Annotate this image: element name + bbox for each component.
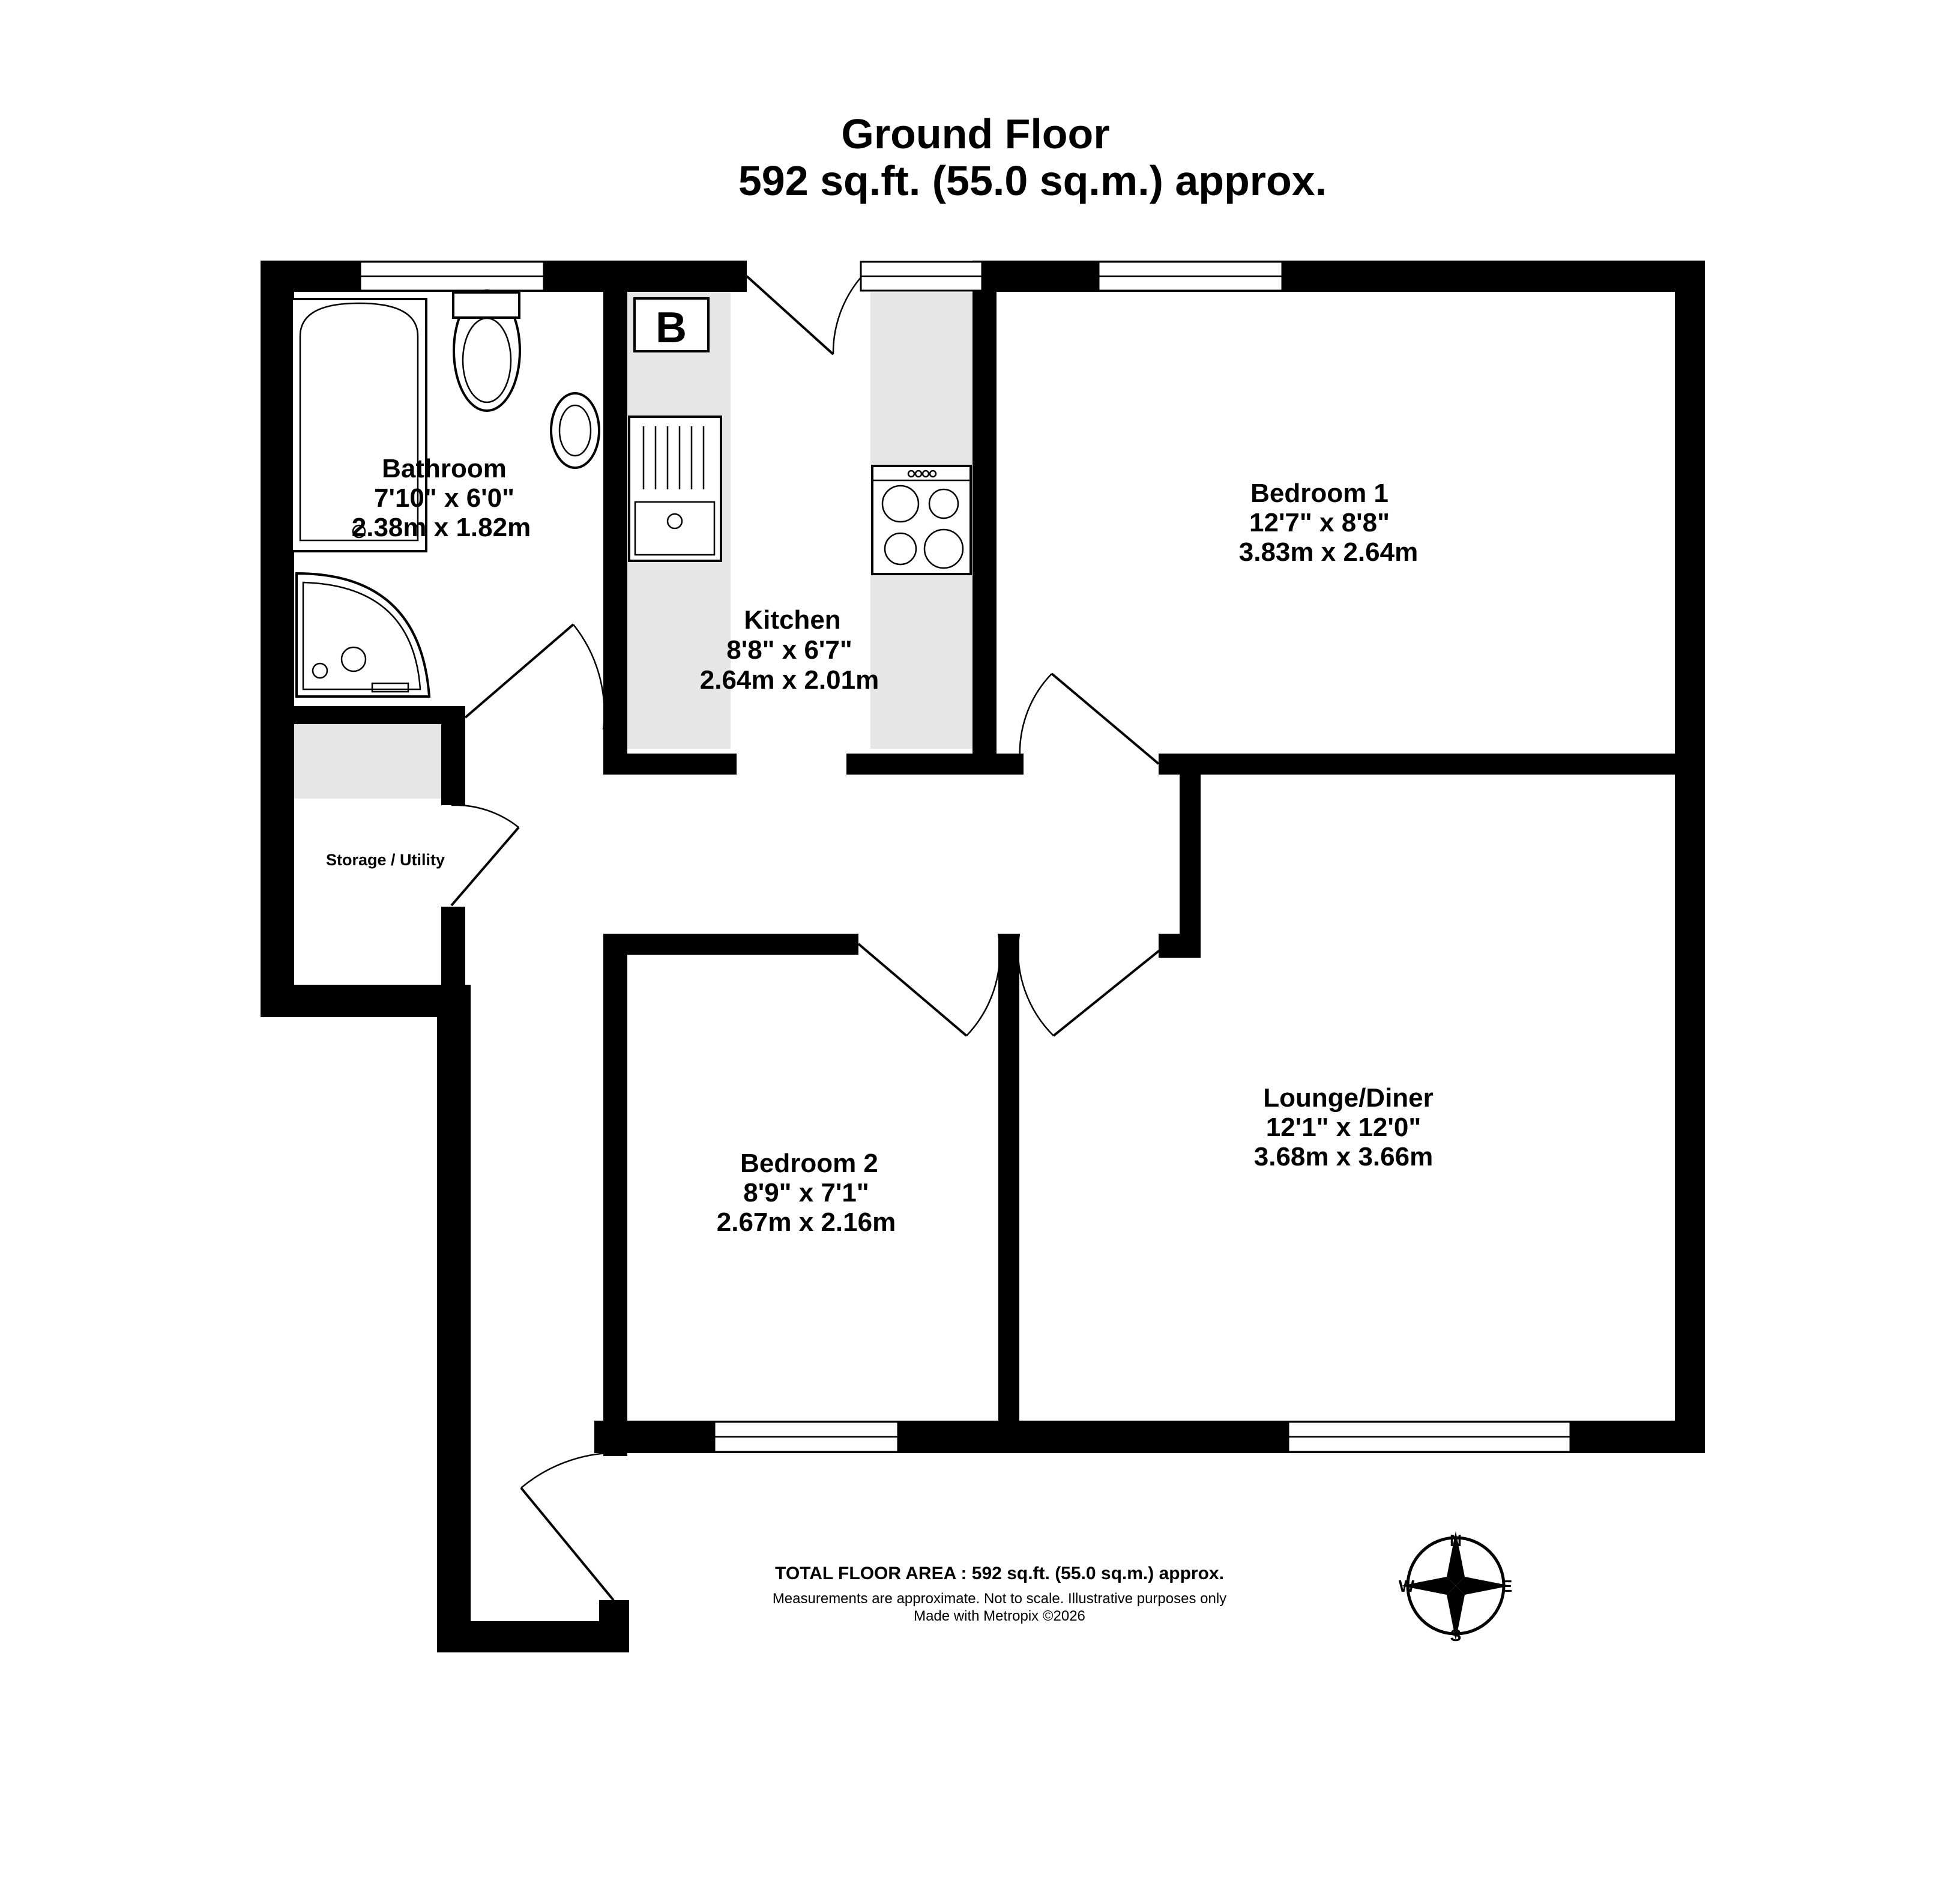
compass-s: S xyxy=(1450,1626,1462,1645)
compass-n: N xyxy=(1450,1531,1462,1550)
total-floor-area: TOTAL FLOOR AREA : 592 sq.ft. (55.0 sq.m… xyxy=(775,1564,1224,1583)
credit: Made with Metropix ©2026 xyxy=(914,1608,1085,1624)
bathroom-name: Bathroom xyxy=(382,454,507,483)
room-bedroom1: Bedroom 1 12'7" x 8'8" 3.83m x 2.64m xyxy=(1239,479,1418,567)
compass-icon: N S E W xyxy=(1399,1531,1513,1645)
room-lounge: Lounge/Diner 12'1" x 12'0" 3.68m x 3.66m xyxy=(1254,1083,1434,1171)
compass-e: E xyxy=(1501,1577,1513,1595)
bedroom2-name: Bedroom 2 xyxy=(740,1149,878,1178)
floor-title: Ground Floor xyxy=(841,110,1109,157)
disclaimer: Measurements are approximate. Not to sca… xyxy=(773,1591,1226,1607)
lounge-metric: 3.68m x 3.66m xyxy=(1254,1142,1433,1171)
boiler-icon xyxy=(633,297,710,352)
bedroom1-imperial: 12'7" x 8'8" xyxy=(1249,508,1390,537)
bedroom1-name: Bedroom 1 xyxy=(1250,479,1389,508)
floor-area: 592 sq.ft. (55.0 sq.m.) approx. xyxy=(738,157,1327,204)
toilet-icon xyxy=(453,289,521,412)
kitchen-name: Kitchen xyxy=(744,605,840,635)
bathroom-metric: 2.38m x 1.82m xyxy=(352,513,531,542)
room-kitchen: Kitchen 8'8" x 6'7" 2.64m x 2.01m xyxy=(700,605,879,695)
room-bathroom: Bathroom 7'10" x 6'0" 2.38m x 1.82m xyxy=(352,454,531,542)
walls xyxy=(261,261,1705,1652)
compass-w: W xyxy=(1399,1577,1415,1595)
basin-icon xyxy=(550,392,600,469)
bath-icon xyxy=(291,298,427,552)
bedroom1-metric: 3.83m x 2.64m xyxy=(1239,537,1418,567)
lounge-name: Lounge/Diner xyxy=(1263,1083,1434,1113)
lounge-imperial: 12'1" x 12'0" xyxy=(1266,1113,1421,1142)
bathroom-imperial: 7'10" x 6'0" xyxy=(374,483,514,513)
storage-shelf xyxy=(294,721,441,799)
hob-icon xyxy=(871,465,972,575)
kitchen-fixtures: B xyxy=(628,297,972,575)
windows xyxy=(359,261,1572,1453)
bedroom2-metric: 2.67m x 2.16m xyxy=(717,1207,896,1237)
sink-icon xyxy=(628,416,722,562)
bedroom2-imperial: 8'9" x 7'1" xyxy=(743,1178,869,1207)
kitchen-metric: 2.64m x 2.01m xyxy=(700,665,879,695)
storage-name: Storage / Utility xyxy=(326,851,445,869)
kitchen-imperial: 8'8" x 6'7" xyxy=(726,635,852,665)
boiler-label: B xyxy=(656,304,687,352)
room-bedroom2: Bedroom 2 8'9" x 7'1" 2.67m x 2.16m xyxy=(717,1149,896,1237)
doors xyxy=(450,275,1163,1601)
bathroom-fixtures xyxy=(291,289,600,698)
shower-icon xyxy=(295,572,431,698)
